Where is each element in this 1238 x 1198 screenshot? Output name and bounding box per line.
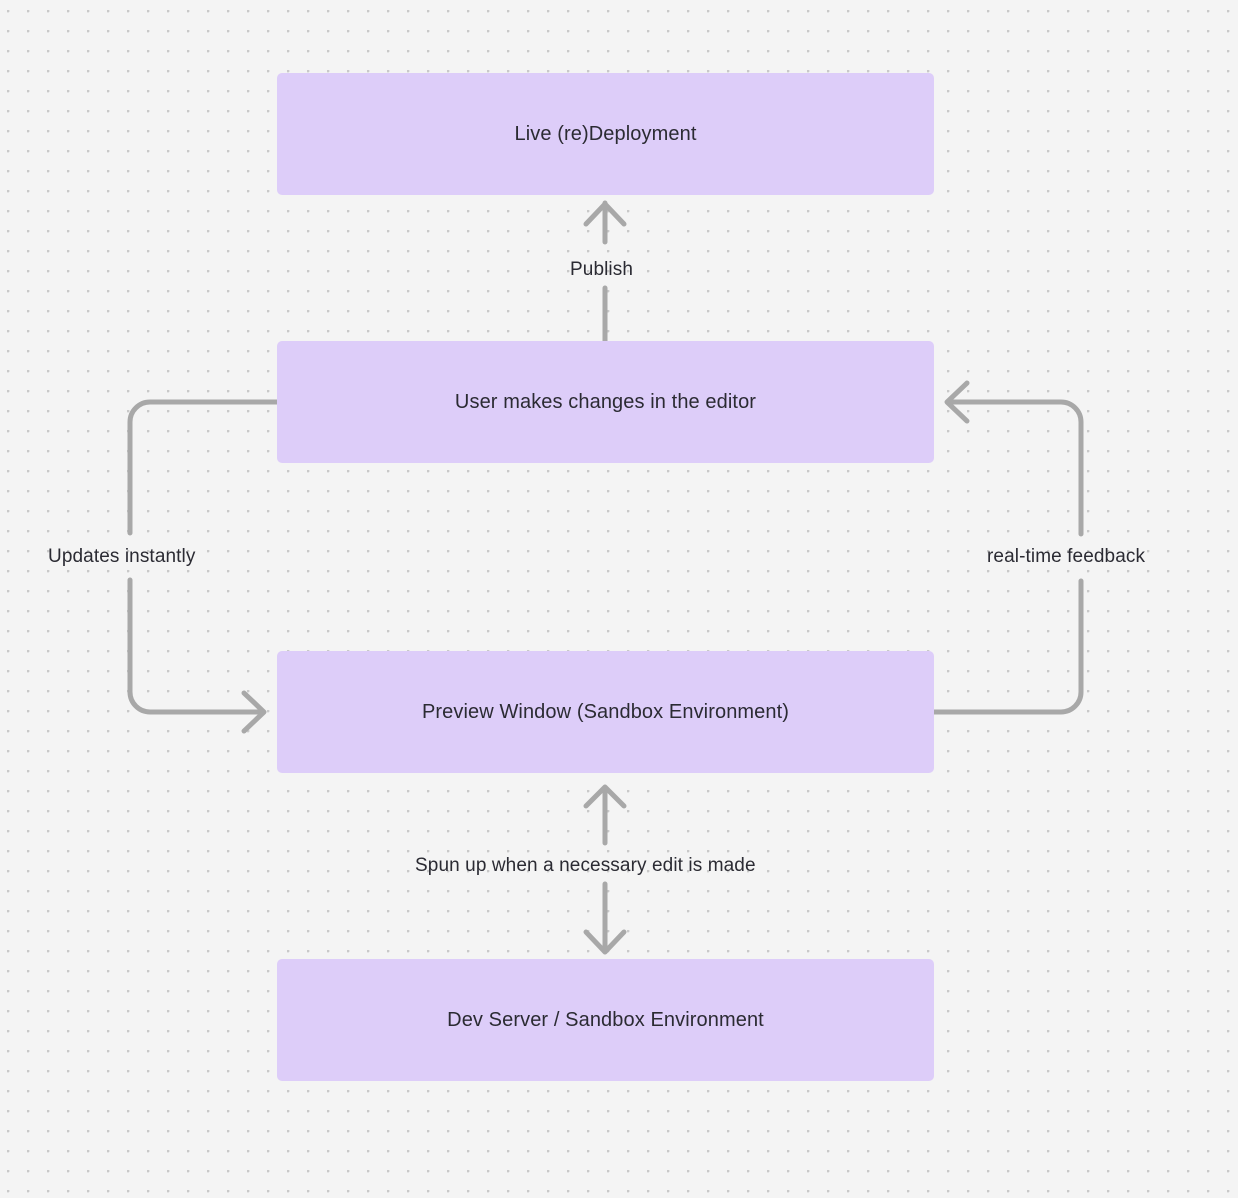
edge-label-publish: Publish: [570, 259, 634, 280]
node-label: User makes changes in the editor: [454, 391, 757, 413]
node-preview-window[interactable]: Preview Window (Sandbox Environment): [277, 651, 934, 773]
edge-label-realtime-feedback: real-time feedback: [987, 546, 1146, 567]
edge-label-spun-up: Spun up when a necessary edit is made: [415, 855, 756, 876]
node-label: Preview Window (Sandbox Environment): [421, 701, 790, 723]
edge-label-updates-instantly: Updates instantly: [48, 546, 196, 567]
node-dev-server[interactable]: Dev Server / Sandbox Environment: [277, 959, 934, 1081]
node-user-makes-changes[interactable]: User makes changes in the editor: [277, 341, 934, 463]
node-label: Live (re)Deployment: [514, 123, 697, 145]
node-label: Dev Server / Sandbox Environment: [447, 1009, 764, 1031]
node-live-redeployment[interactable]: Live (re)Deployment: [277, 73, 934, 195]
